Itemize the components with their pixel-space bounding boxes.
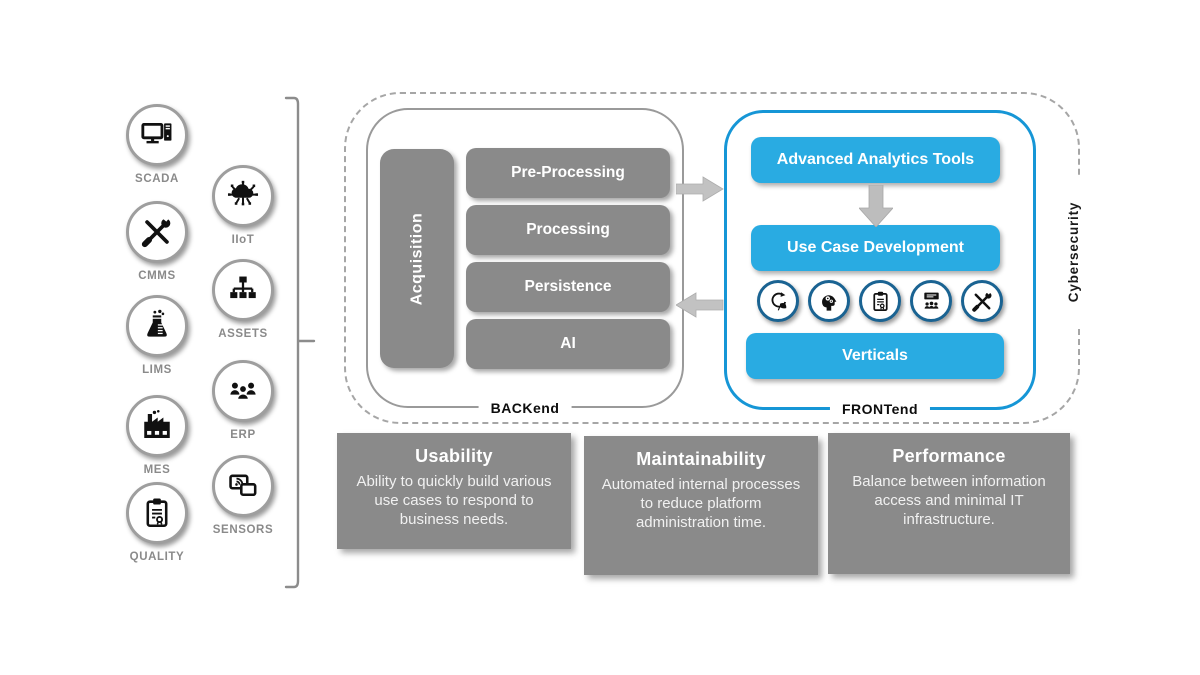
training-presentation-icon [910, 280, 952, 322]
use-case-box: Use Case Development [751, 225, 1000, 271]
cybersecurity-label: Cybersecurity [1064, 177, 1084, 327]
lab-beaker-icon [126, 295, 188, 357]
maintainability-title: Maintainability [636, 449, 766, 469]
source-cmms: CMMS [112, 201, 202, 282]
arrow-right-icon [676, 176, 724, 202]
source-label-sensors: SENSORS [212, 524, 274, 536]
advanced-analytics-box: Advanced Analytics Tools [751, 137, 1000, 183]
layer-processing: Processing [466, 205, 670, 255]
use-case-label: Use Case Development [787, 239, 964, 256]
frontend-label: FRONTend [829, 401, 931, 417]
source-sensors: SENSORS [198, 455, 288, 536]
acquisition-label: Acquisition [408, 212, 426, 305]
source-label-scada: SCADA [135, 173, 179, 185]
sustainability-icon [757, 280, 799, 322]
layer-persistence: Persistence [466, 262, 670, 312]
source-label-quality: QUALITY [129, 551, 185, 563]
layer-label: Persistence [524, 278, 612, 295]
backend-label: BACKend [478, 400, 572, 416]
cognitive-ai-icon [808, 280, 850, 322]
frontend-container: FRONTend [724, 110, 1036, 417]
sources-bracket [284, 96, 316, 589]
source-label-cmms: CMMS [138, 270, 176, 282]
source-label-assets: ASSETS [218, 328, 268, 340]
maintainability-description: Automated internal processes to reduce p… [601, 476, 801, 532]
layer-label: Processing [526, 221, 610, 238]
source-lims: LIMS [112, 295, 202, 376]
performance-title: Performance [892, 446, 1006, 466]
layer-pre-processing: Pre-Processing [466, 148, 670, 198]
layer-ai: AI [466, 319, 670, 369]
quality-clipboard-icon [126, 482, 188, 544]
audit-clipboard-icon [859, 280, 901, 322]
source-label-iiot: IIoT [231, 234, 255, 246]
workstation-icon [126, 104, 188, 166]
verticals-box: Verticals [746, 333, 1004, 379]
acquisition-box: Acquisition [380, 149, 454, 368]
source-erp: ERP [198, 360, 288, 441]
people-group-icon [212, 360, 274, 422]
factory-icon [126, 395, 188, 457]
quality-box-performance: Performance Balance between information … [828, 433, 1070, 574]
usability-description: Ability to quickly build various use cas… [356, 473, 552, 529]
source-assets: ASSETS [198, 259, 288, 340]
arrow-left-icon [676, 292, 724, 318]
verticals-label: Verticals [842, 347, 908, 364]
source-scada: SCADA [112, 104, 202, 185]
crossed-tools-icon [126, 201, 188, 263]
source-mes: MES [112, 395, 202, 476]
source-label-lims: LIMS [142, 364, 172, 376]
source-iiot: IIoT [198, 165, 288, 246]
layer-label: Pre-Processing [511, 164, 625, 181]
asset-hierarchy-icon [212, 259, 274, 321]
advanced-analytics-label: Advanced Analytics Tools [776, 151, 975, 168]
performance-description: Balance between information access and m… [852, 473, 1046, 529]
source-label-mes: MES [143, 464, 171, 476]
quality-box-maintainability: Maintainability Automated internal proce… [584, 436, 818, 575]
arrow-down-icon [859, 185, 893, 227]
iiot-cloud-icon [212, 165, 274, 227]
usability-title: Usability [415, 446, 493, 466]
backend-container: BACKend [366, 108, 684, 416]
quality-box-usability: Usability Ability to quickly build vario… [337, 433, 571, 549]
maintenance-tools-icon [961, 280, 1003, 322]
source-quality: QUALITY [112, 482, 202, 563]
layer-label: AI [560, 335, 576, 352]
connected-devices-icon [212, 455, 274, 517]
source-label-erp: ERP [230, 429, 256, 441]
